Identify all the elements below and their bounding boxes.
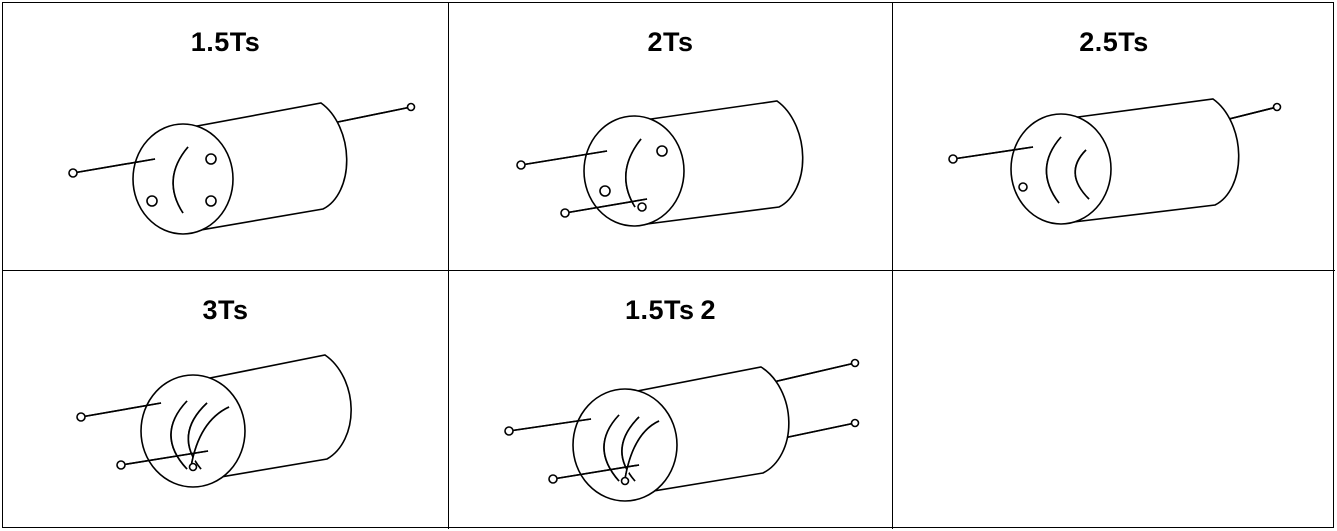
- cell-label: 1.5Ts 2: [625, 295, 716, 325]
- ferrite-core-1-5ts-x2-icon: [504, 358, 860, 502]
- ferrite-core-3ts-icon: [76, 354, 352, 488]
- cell-2ts: 2Ts: [449, 3, 893, 271]
- ferrite-core-2-5ts-icon: [948, 98, 1282, 225]
- cell-1-5ts: 1.5Ts: [3, 3, 449, 271]
- cell-label: 2.5Ts: [1079, 27, 1149, 57]
- cell-2-5ts: 2.5Ts: [893, 3, 1335, 271]
- cell-3ts: 3Ts: [3, 271, 449, 529]
- ferrite-core-1-5ts-icon: [68, 102, 416, 235]
- ferrite-core-2ts-icon: [516, 100, 804, 227]
- cell-1-5ts-x2: 1.5Ts 2: [449, 271, 893, 529]
- cell-label: 1.5Ts: [190, 27, 261, 57]
- cell-label: 2Ts: [647, 27, 694, 57]
- cell-label: 3Ts: [202, 295, 249, 325]
- cell-empty: [893, 271, 1335, 529]
